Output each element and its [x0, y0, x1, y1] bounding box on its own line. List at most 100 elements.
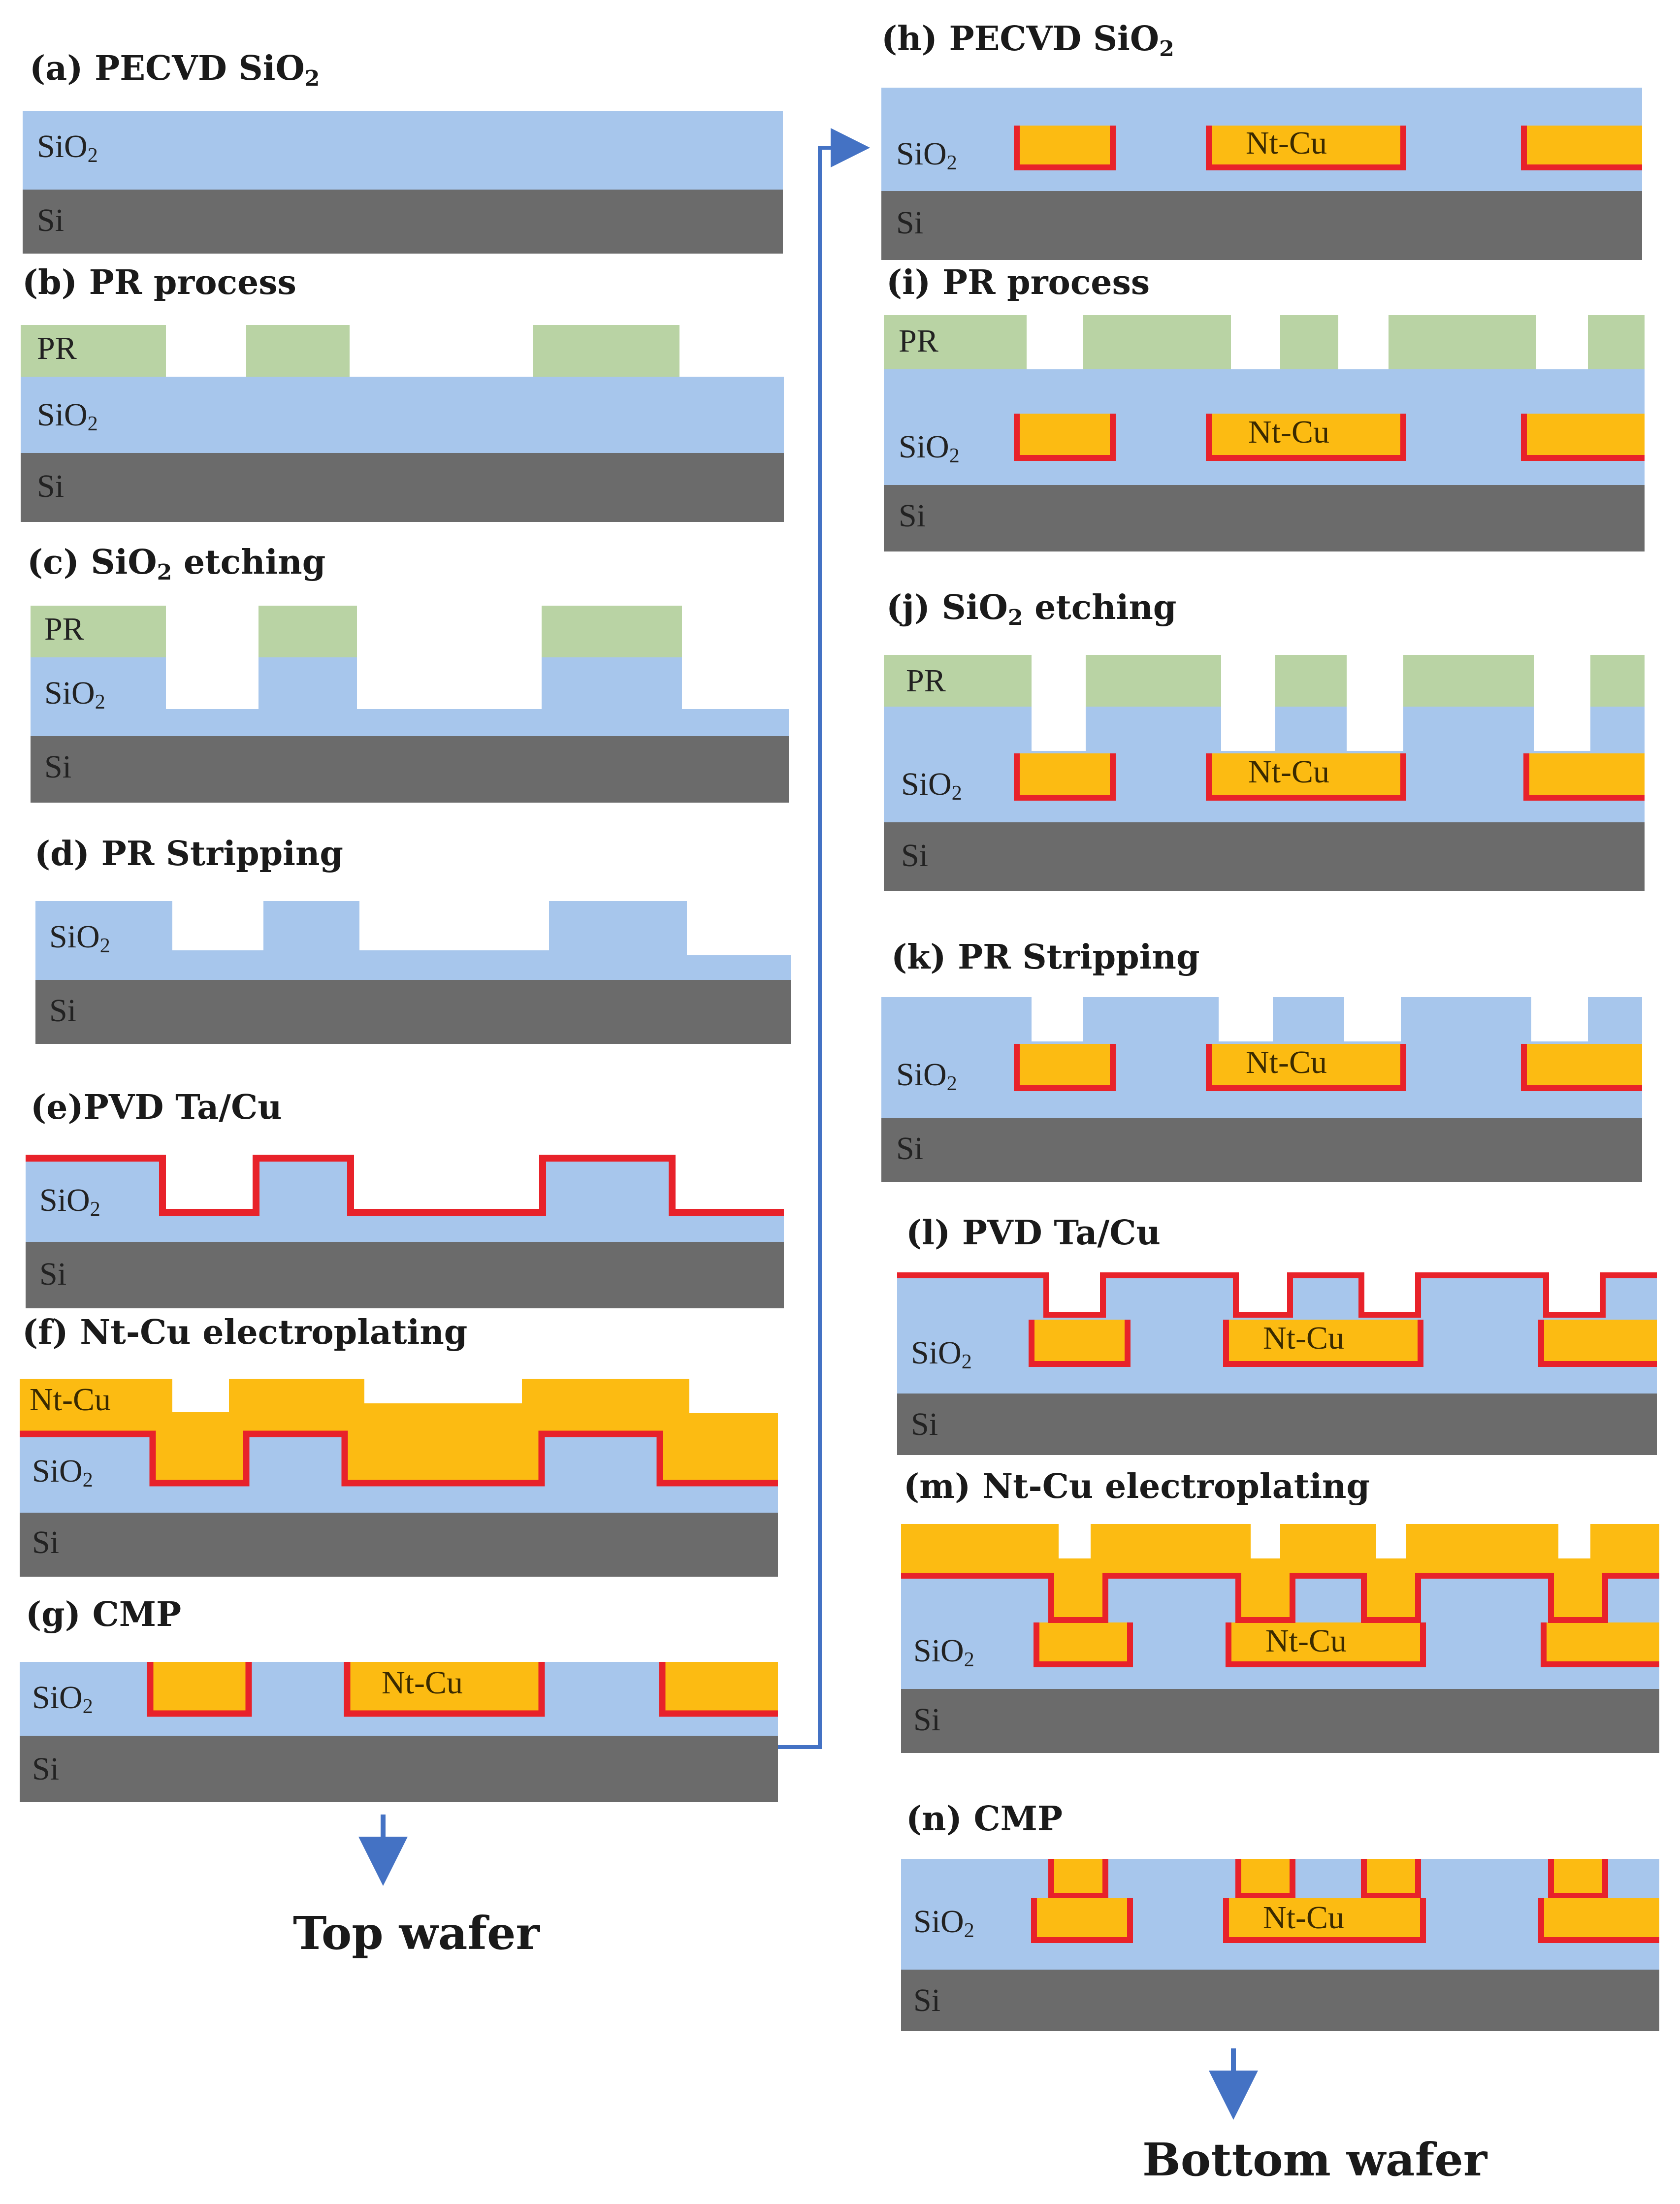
barrier-liner — [1014, 753, 1116, 801]
si-layer — [26, 1242, 784, 1308]
nt-cu-label: Nt-Cu — [1265, 1623, 1347, 1659]
pr-label: PR — [37, 330, 77, 366]
nt-cu-pad — [1209, 1044, 1403, 1088]
panel-b — [21, 325, 784, 522]
pr-block — [31, 606, 166, 657]
nt-cu-pad — [1541, 1898, 1659, 1940]
sio2-patterned — [26, 1158, 784, 1242]
panel-m — [901, 1524, 1659, 1753]
si-label: Si — [37, 202, 65, 238]
pr-label: PR — [906, 663, 946, 699]
panel-n — [901, 1859, 1659, 2031]
si-label: Si — [913, 1702, 941, 1738]
sio2-patterned — [20, 1434, 778, 1513]
panel-h — [881, 88, 1642, 260]
si-layer — [20, 1736, 778, 1802]
nt-cu-pad — [1524, 1044, 1642, 1088]
sio2-label: SiO2 — [911, 1335, 972, 1373]
nt-cu-pad — [1017, 753, 1113, 798]
barrier-liner — [1541, 1622, 1659, 1667]
pr-block — [1588, 315, 1645, 369]
barrier-liner — [1521, 126, 1642, 170]
nt-cu-label: Nt-Cu — [1248, 414, 1329, 450]
nt-cu-label: Nt-Cu — [1263, 1900, 1344, 1936]
si-layer — [901, 1970, 1659, 2031]
pr-block — [246, 325, 350, 377]
barrier-liner — [1206, 753, 1406, 801]
nt-cu-pad — [1226, 1898, 1423, 1940]
barrier-liner — [1223, 1898, 1426, 1943]
pr-block — [1590, 655, 1645, 707]
panel-a — [23, 111, 783, 254]
panel-c — [31, 606, 789, 803]
barrier-liner — [1031, 1898, 1133, 1943]
nt-cu-pad — [1209, 414, 1403, 458]
nt-cu-pad — [1544, 1622, 1659, 1664]
nt-cu-via — [1364, 1859, 1418, 1896]
nt-cu-label: Nt-Cu — [1246, 1044, 1327, 1080]
si-label: Si — [32, 1751, 60, 1787]
si-label: Si — [32, 1524, 60, 1560]
sio2-label: SiO2 — [32, 1680, 93, 1718]
barrier-liner — [1361, 1859, 1421, 1899]
pr-block — [884, 655, 1032, 707]
pr-block — [884, 315, 1027, 369]
step-title-h: (h) PECVD SiO2 — [881, 19, 1174, 62]
si-layer — [20, 1513, 778, 1577]
panel-l — [897, 1272, 1657, 1455]
nt-cu-pad — [1036, 1622, 1130, 1664]
sio2-label: SiO2 — [39, 1182, 100, 1221]
ta-cu-seed-layer — [901, 1573, 1659, 1623]
barrier-liner — [1235, 1859, 1295, 1899]
sio2-label: SiO2 — [896, 1057, 957, 1095]
ta-cu-seed-layer — [897, 1272, 1657, 1318]
si-label: Si — [899, 498, 926, 534]
step-title-k: (k) PR Stripping — [891, 938, 1200, 977]
barrier-liner — [1521, 414, 1645, 461]
barrier-liner — [1206, 1044, 1406, 1091]
top-wafer-caption: Top wafer — [293, 1907, 540, 1960]
sio2-label: SiO2 — [32, 1453, 93, 1491]
si-label: Si — [896, 205, 924, 241]
barrier-liner — [1014, 126, 1116, 170]
connector-arrow-icon — [778, 128, 870, 1749]
sio2-label: SiO2 — [899, 429, 960, 467]
nt-cu-pad — [1034, 1898, 1130, 1940]
sio2-layer — [21, 377, 784, 453]
nt-cu-via — [1551, 1859, 1605, 1896]
ta-cu-seed-layer — [26, 1155, 784, 1216]
sio2-label: SiO2 — [37, 129, 98, 167]
nt-cu-pad — [1017, 126, 1113, 167]
nt-cu-pad — [1032, 1320, 1128, 1364]
si-layer — [881, 191, 1642, 260]
barrier-liner — [1029, 1320, 1131, 1367]
pr-block — [1083, 315, 1231, 369]
nt-cu-label: Nt-Cu — [30, 1382, 111, 1418]
panel-i — [884, 315, 1645, 551]
barrier-liner — [147, 1662, 252, 1717]
barrier-liner — [1206, 126, 1406, 170]
si-label: Si — [896, 1131, 924, 1167]
nt-cu-label: Nt-Cu — [1263, 1320, 1344, 1356]
panel-f — [20, 1379, 778, 1577]
barrier-liner — [1538, 1898, 1659, 1943]
sio2-label: SiO2 — [49, 919, 110, 957]
barrier-liner — [1521, 1044, 1642, 1091]
pr-block — [21, 325, 166, 377]
barrier-liner — [1523, 753, 1645, 801]
si-label: Si — [901, 838, 929, 874]
step-title-e: (e)PVD Ta/Cu — [31, 1088, 282, 1127]
barrier-liner — [344, 1662, 545, 1717]
step-title-g: (g) CMP — [26, 1595, 182, 1634]
pr-block — [542, 606, 682, 657]
nt-cu-label: Nt-Cu — [1246, 125, 1327, 161]
nt-cu-pad — [1017, 1044, 1113, 1088]
pr-block — [533, 325, 679, 377]
step-title-l: (l) PVD Ta/Cu — [906, 1213, 1161, 1253]
barrier-liner — [1014, 414, 1116, 461]
sio2-label: SiO2 — [37, 397, 98, 435]
step-title-n: (n) CMP — [906, 1799, 1063, 1839]
si-label: Si — [37, 468, 65, 504]
step-title-c: (c) SiO2 etching — [27, 543, 326, 585]
